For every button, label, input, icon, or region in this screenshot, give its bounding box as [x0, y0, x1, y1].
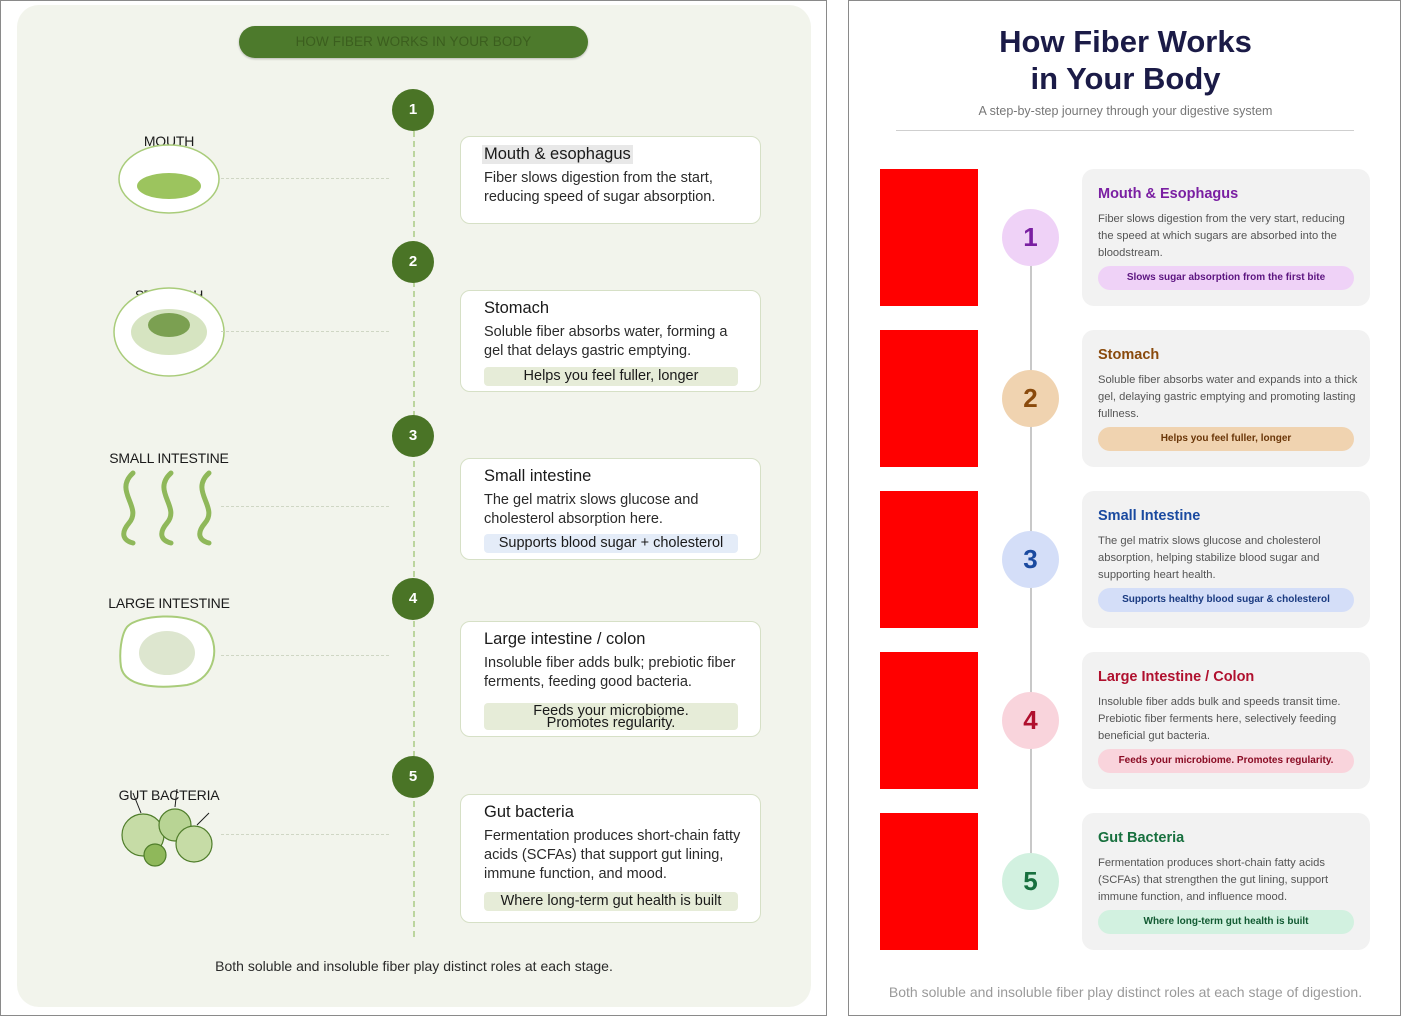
stage-number-badge: 3: [392, 415, 434, 457]
stage-number-badge: 5: [392, 756, 434, 798]
stage-card-large-intestine: Large Intestine / Colon Insoluble fiber …: [1082, 652, 1370, 789]
organ-label-mouth: MOUTH: [143, 133, 195, 149]
stage-card-body: Insoluble fiber adds bulk; prebiotic fib…: [484, 655, 736, 690]
image-placeholder: [880, 491, 978, 628]
stage-card-mouth-esophagus: Mouth & Esophagus Fiber slows digestion …: [1082, 169, 1370, 306]
stage-card-tag: Where long-term gut health is built: [484, 892, 738, 911]
left-title-pill: HOW FIBER WORKS IN YOUR BODY: [239, 26, 588, 58]
stage-card-tag: Feeds your microbiome. Promotes regulari…: [484, 703, 738, 730]
stage-number-circle: 3: [1002, 531, 1059, 588]
stomach-illustration: [113, 287, 225, 377]
connector-line: [221, 834, 389, 835]
small-intestine-illustration: [121, 470, 212, 546]
image-placeholder: [880, 330, 978, 467]
stage-card-title: Mouth & Esophagus: [1098, 186, 1239, 202]
right-subtitle: A step-by-step journey through your dige…: [978, 104, 1273, 118]
stage-card-tag-line: Feeds your microbiome.: [533, 703, 689, 719]
right-infographic: How Fiber Works in Your Body A step-by-s…: [848, 0, 1401, 1016]
stage-card-tag: Supports blood sugar + cholesterol: [484, 534, 738, 553]
stage-card-stomach: Stomach Soluble fiber absorbs water, for…: [460, 290, 761, 392]
organ-label-large-intestine: LARGE INTESTINE: [108, 595, 230, 611]
stage-number-badge: 1: [392, 89, 434, 131]
divider: [896, 130, 1354, 131]
stage-card-body: Fermentation produces short-chain fatty …: [484, 828, 741, 882]
mouth-illustration: [118, 144, 220, 214]
gut-bacteria-illustration: [121, 788, 213, 867]
stage-card-title: Small Intestine: [1098, 508, 1201, 524]
stage-card-body: Soluble fiber absorbs water and expands …: [1098, 374, 1358, 420]
stage-card-tag: Feeds your microbiome. Promotes regulari…: [1098, 749, 1354, 773]
left-infographic: HOW FIBER WORKS IN YOUR BODY 1 2 3 4 5 M…: [0, 0, 827, 1016]
stage-card-tag: Supports healthy blood sugar & cholester…: [1098, 588, 1354, 612]
stage-number-circle: 4: [1002, 692, 1059, 749]
stage-card-title: Large intestine / colon: [484, 630, 646, 648]
stage-card-body: Soluble fiber absorbs water, forming a g…: [484, 324, 728, 359]
stage-card-body: Fiber slows digestion from the very star…: [1098, 213, 1345, 259]
left-timeline-line: [413, 111, 415, 937]
image-placeholder: [880, 652, 978, 789]
stage-card-body: Fermentation produces short-chain fatty …: [1098, 857, 1329, 903]
stage-card-title: Mouth & esophagus: [482, 145, 633, 164]
image-placeholder: [880, 813, 978, 950]
stage-number-circle: 2: [1002, 370, 1059, 427]
stage-card-small-intestine: Small Intestine The gel matrix slows glu…: [1082, 491, 1370, 628]
connector-line: [221, 655, 389, 656]
stage-card-mouth: Mouth & esophagus Fiber slows digestion …: [460, 136, 761, 224]
stage-number-badge: 2: [392, 241, 434, 283]
stage-number-circle: 1: [1002, 209, 1059, 266]
organ-label-gut-bacteria: GUT BACTERIA: [118, 787, 220, 803]
stage-card-tag: Helps you feel fuller, longer: [1098, 427, 1354, 451]
stage-card-tag-line: Promotes regularity.: [546, 715, 676, 731]
stage-card-title: Large Intestine / Colon: [1098, 669, 1255, 685]
stage-card-title: Stomach: [484, 299, 550, 317]
stage-card-body: The gel matrix slows glucose and cholest…: [1098, 535, 1321, 581]
left-footer-note: Both soluble and insoluble fiber play di…: [215, 958, 613, 974]
stage-number-badge: 4: [392, 578, 434, 620]
stage-card-tag: Where long-term gut health is built: [1098, 910, 1354, 934]
connector-line: [221, 331, 389, 332]
stage-card-small-intestine: Small intestine The gel matrix slows glu…: [460, 458, 761, 560]
stage-card-stomach: Stomach Soluble fiber absorbs water and …: [1082, 330, 1370, 467]
right-title-line: in Your Body: [1030, 61, 1221, 96]
connector-line: [221, 506, 389, 507]
organ-label-small-intestine: SMALL INTESTINE: [109, 450, 229, 466]
stage-card-body: The gel matrix slows glucose and cholest…: [484, 492, 699, 527]
image-placeholder: [880, 169, 978, 306]
stage-card-tag: Helps you feel fuller, longer: [484, 367, 738, 386]
right-title: How Fiber Works in Your Body: [849, 23, 1401, 97]
stage-card-body: Insoluble fiber adds bulk and speeds tra…: [1098, 696, 1341, 742]
stage-number-circle: 5: [1002, 853, 1059, 910]
stage-card-body: Fiber slows digestion from the start, re…: [484, 170, 716, 205]
right-title-line: How Fiber Works: [999, 24, 1252, 59]
connector-line: [221, 178, 389, 179]
stage-card-tag: Slows sugar absorption from the first bi…: [1098, 266, 1354, 290]
stage-card-gut-bacteria: Gut bacteria Fermentation produces short…: [460, 794, 761, 923]
large-intestine-illustration: [119, 615, 216, 688]
stage-card-title: Stomach: [1098, 347, 1160, 363]
stage-card-gut-bacteria: Gut Bacteria Fermentation produces short…: [1082, 813, 1370, 950]
stage-card-large-intestine: Large intestine / colon Insoluble fiber …: [460, 621, 761, 737]
stage-card-title: Small intestine: [484, 467, 592, 485]
stage-card-title: Gut bacteria: [484, 803, 574, 821]
right-footer-note: Both soluble and insoluble fiber play di…: [888, 984, 1363, 1000]
stage-card-title: Gut Bacteria: [1098, 830, 1185, 846]
